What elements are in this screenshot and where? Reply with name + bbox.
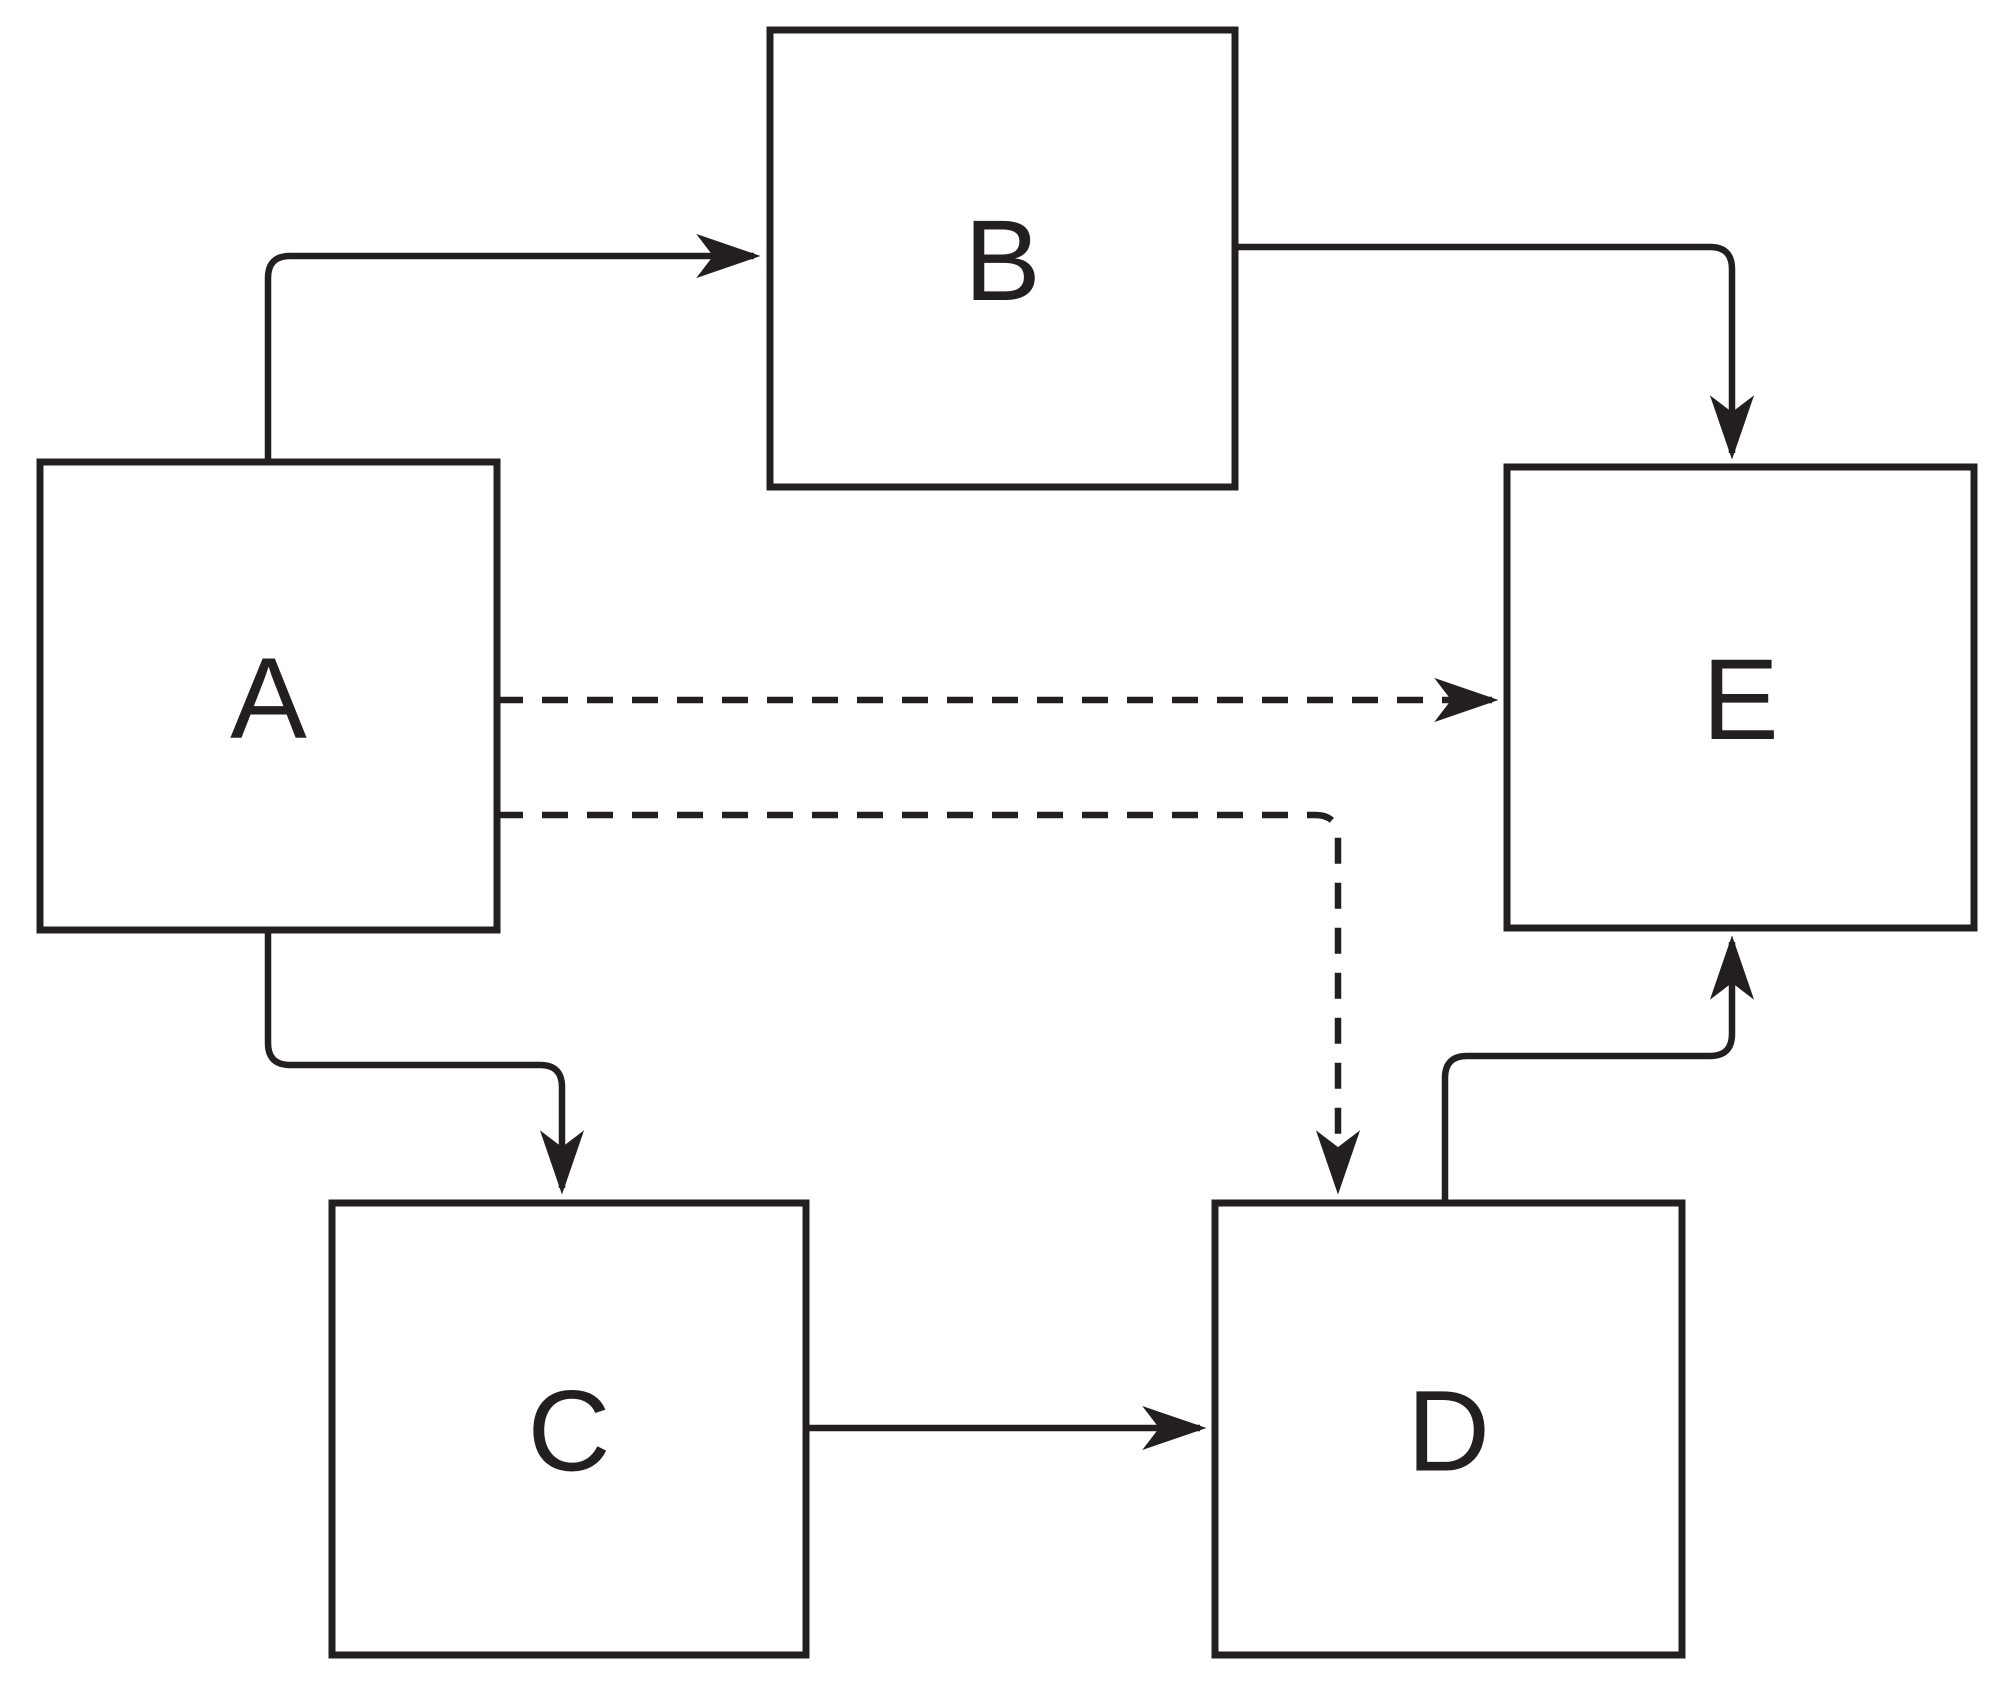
edge-A-to-C bbox=[264, 930, 585, 1195]
nodes-layer: A B C D E bbox=[36, 26, 1978, 1659]
node-label-C: C bbox=[527, 1367, 610, 1495]
node-box-E bbox=[1503, 463, 1978, 932]
node-label-B: B bbox=[964, 197, 1041, 325]
node-box-A bbox=[36, 458, 501, 934]
node-label-D: D bbox=[1407, 1367, 1490, 1495]
node-box-B bbox=[766, 26, 1239, 491]
edges-layer bbox=[264, 233, 1755, 1451]
node-label-E: E bbox=[1702, 636, 1779, 764]
node-label-A: A bbox=[230, 634, 307, 762]
edge-A-to-B bbox=[264, 233, 761, 462]
edge-B-to-E bbox=[1235, 243, 1755, 460]
edge-A-to-D bbox=[497, 811, 1361, 1195]
node-box-D bbox=[1211, 1199, 1686, 1659]
edge-D-to-E bbox=[1441, 935, 1755, 1203]
node-box-C bbox=[328, 1199, 810, 1659]
